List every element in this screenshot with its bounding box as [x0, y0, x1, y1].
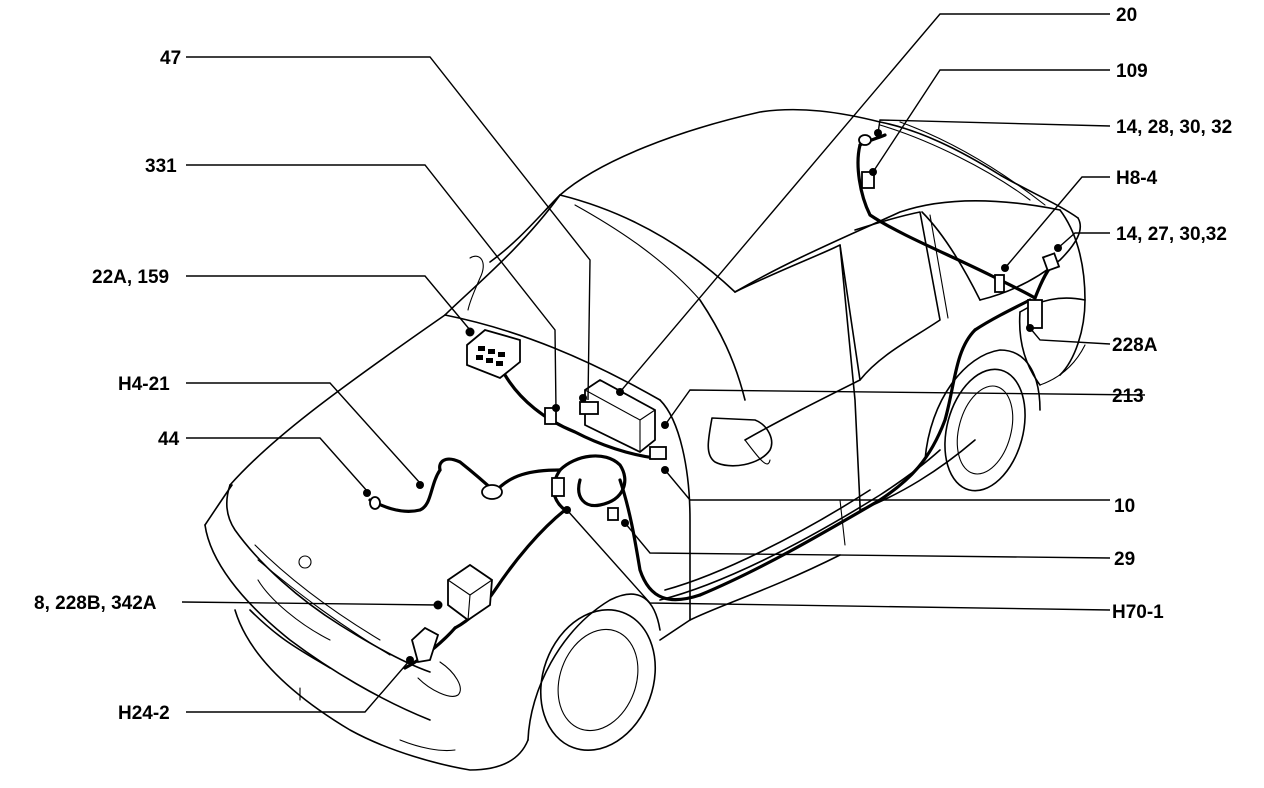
callout-14-27-30-32: 14, 27, 30,32: [1116, 224, 1227, 245]
rear-module-109: [861, 171, 875, 189]
control-unit: [579, 378, 656, 454]
components: [298, 134, 1061, 664]
car-body: [204, 108, 1086, 771]
connector-331: [544, 407, 557, 425]
connector-228a: [1027, 299, 1043, 329]
callout-labels: 20 47 109 14, 28, 30, 32 331 H8-4 14, 27…: [34, 5, 1232, 724]
rear-light-connector: [858, 134, 872, 146]
callout-109: 109: [1116, 61, 1148, 82]
callout-8-228b-342a: 8, 228B, 342A: [34, 593, 157, 614]
callout-h4-21: H4-21: [118, 374, 170, 395]
callout-331: 331: [145, 156, 177, 177]
callout-h70-1: H70-1: [1112, 602, 1164, 623]
callout-dots: [363, 129, 1062, 664]
callout-228a: 228A: [1112, 335, 1158, 356]
callout-h24-2: H24-2: [118, 703, 170, 724]
callout-47: 47: [160, 48, 181, 69]
callout-14-28-30-32: 14, 28, 30, 32: [1116, 117, 1232, 138]
callout-213: 213: [1112, 386, 1144, 407]
connector-29: [607, 507, 619, 521]
callout-20: 20: [1116, 5, 1137, 26]
leader-lines: [181, 13, 1146, 713]
connector-10: [551, 477, 565, 497]
connector-213: [649, 446, 667, 460]
connector-h4-21: [481, 484, 503, 500]
callout-29: 29: [1114, 549, 1135, 570]
callout-h8-4: H8-4: [1116, 168, 1158, 189]
emblem-circle: [298, 555, 312, 569]
callout-10: 10: [1114, 496, 1135, 517]
wiring-harness: [368, 133, 1057, 670]
connector-h8-4: [994, 274, 1005, 293]
callout-44: 44: [158, 429, 180, 450]
headlight-connector: [410, 626, 440, 664]
relay-box: [466, 329, 521, 380]
callout-22a-159: 22A, 159: [92, 267, 169, 288]
battery: [447, 563, 493, 622]
rear-lamp-connector: [1041, 252, 1061, 272]
sensor-44: [369, 496, 381, 510]
